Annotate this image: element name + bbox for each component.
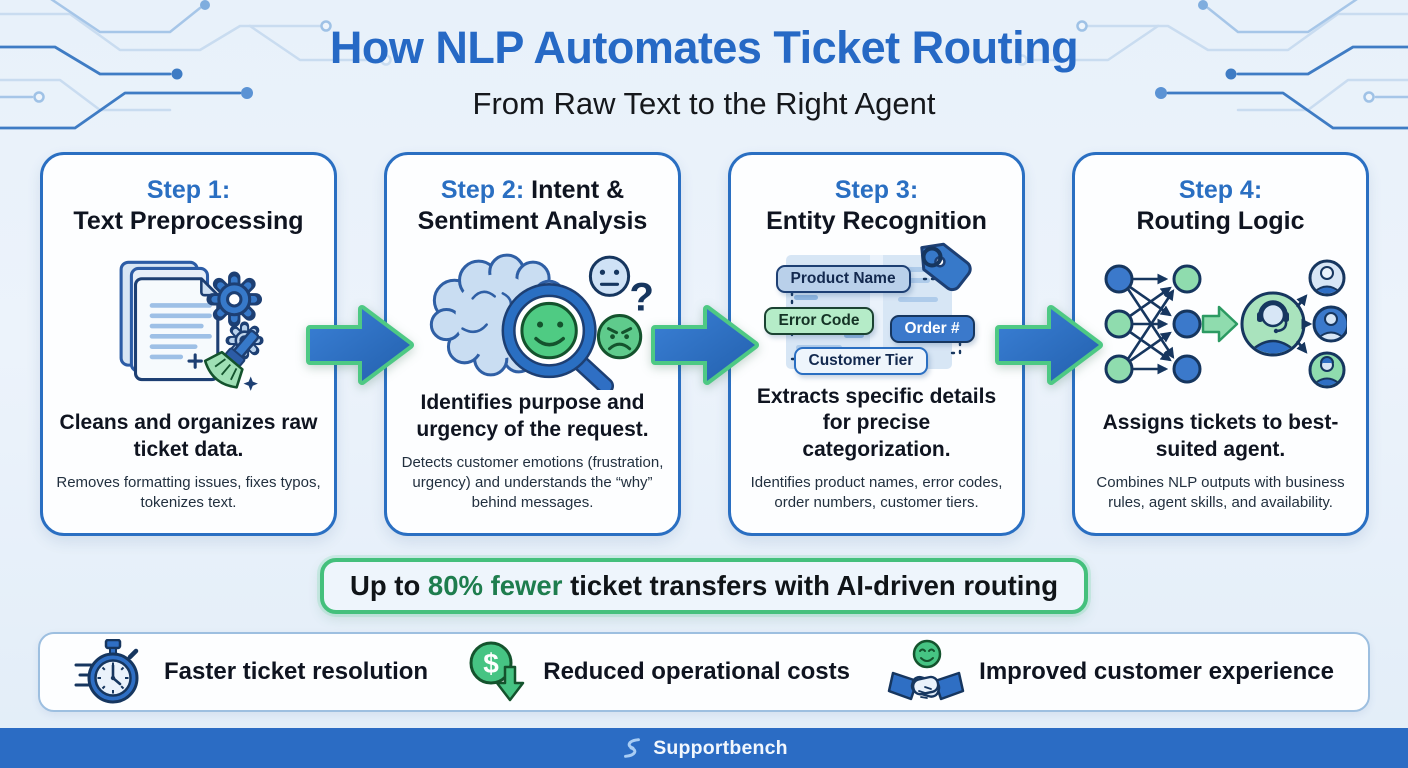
step-4-detail: Combines NLP outputs with business rules…: [1096, 474, 1345, 512]
dollar-glyph: $: [483, 648, 499, 679]
step-2-card: Step 2: Intent & Sentiment Analysis: [384, 152, 681, 536]
routing-network-agents-icon: [1104, 259, 1347, 389]
step-4-heading: Step 4: Routing Logic: [1136, 175, 1304, 237]
entity-tags-icon: Product Name Error Code Order # Customer…: [748, 241, 1006, 379]
step-3-label: Step 3:: [834, 176, 919, 204]
benefit-faster-resolution: Faster ticket resolution: [74, 639, 428, 705]
step-3-card: Step 3: Entity Recognition: [728, 152, 1025, 536]
page-title: How NLP Automates Ticket Routing: [329, 22, 1079, 73]
flow-arrow-icon: [995, 305, 1103, 385]
page-subtitle: From Raw Text to the Right Agent: [472, 86, 936, 121]
documents-gears-brush-icon: [119, 260, 264, 391]
entity-tag-error-code: Error Code: [763, 307, 875, 336]
step-2-detail: Detects customer emotions (frustration, …: [401, 454, 664, 512]
step-3-heading: Step 3: Entity Recognition: [766, 175, 987, 237]
stat-highlight: 80% fewer: [427, 570, 563, 601]
benefit-label: Faster ticket resolution: [164, 658, 429, 685]
benefit-label: Reduced operational costs: [543, 658, 850, 685]
entity-tag-product-name: Product Name: [775, 265, 911, 294]
sparkle-icon: [186, 352, 203, 369]
step-1-card: Step 1: Text Preprocessing: [40, 152, 337, 536]
supportbench-logo-icon: [624, 738, 641, 758]
stopwatch-icon: [74, 639, 139, 704]
step-1-heading: Step 1: Text Preprocessing: [73, 175, 303, 237]
question-mark-glyph: ?: [629, 274, 654, 319]
step-4-label: Step 4:: [1178, 176, 1263, 204]
dollar-down-icon: $: [469, 641, 525, 702]
step-4-card: Step 4: Routing Logic: [1072, 152, 1369, 536]
entity-tag-customer-tier: Customer Tier: [793, 347, 929, 376]
step-2-heading: Step 2: Intent & Sentiment Analysis: [417, 176, 648, 235]
step-2-summary: Identifies purpose and urgency of the re…: [416, 391, 649, 441]
step-2-label: Step 2:: [440, 176, 525, 204]
step-1-title: Text Preprocessing: [73, 207, 304, 235]
entity-tag-order-number: Order #: [889, 315, 975, 344]
stat-banner: Up to 80% fewer ticket transfers with AI…: [319, 558, 1089, 614]
handshake-icon: [887, 639, 965, 701]
flow-arrow-icon: [306, 305, 414, 385]
brain-magnifier-sentiment-icon: ?: [429, 253, 654, 390]
benefit-label: Improved customer experience: [979, 658, 1334, 685]
step-3-summary: Extracts specific details for precise ca…: [756, 384, 997, 461]
step-3-detail: Identifies product names, error codes, o…: [750, 474, 1003, 512]
step-4-title: Routing Logic: [1136, 207, 1305, 235]
step-1-summary: Cleans and organizes raw ticket data.: [59, 411, 318, 461]
brand-name: Supportbench: [653, 736, 788, 759]
benefit-reduced-costs: $ Reduced operational costs: [465, 639, 850, 705]
benefits-bar: Faster ticket resolution $ Reduced opera…: [38, 632, 1370, 712]
step-3-title: Entity Recognition: [766, 207, 987, 235]
benefit-customer-experience: Improved customer experience: [887, 639, 1334, 705]
step-1-detail: Removes formatting issues, fixes typos, …: [56, 474, 321, 512]
step-2-title: Sentiment Analysis: [417, 207, 648, 235]
step-1-label: Step 1:: [146, 176, 231, 204]
flow-arrow-icon: [651, 305, 759, 385]
step-4-summary: Assigns tickets to best-suited agent.: [1102, 411, 1339, 461]
footer-bar: Supportbench: [0, 728, 1408, 768]
